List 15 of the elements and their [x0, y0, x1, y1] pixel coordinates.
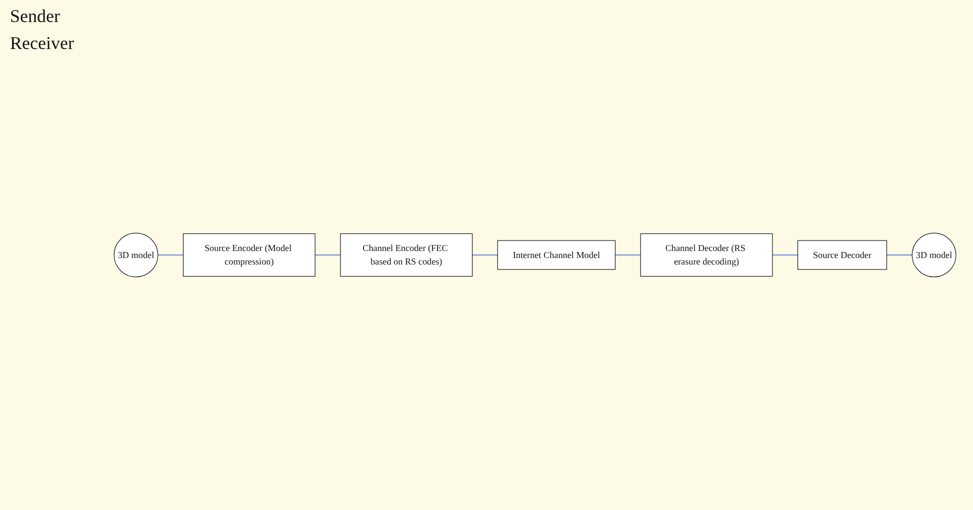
node-box: Channel Decoder (RS erasure decoding): [640, 233, 773, 277]
connector: [614, 254, 641, 256]
node-box: Channel Encoder (FEC based on RS codes): [340, 233, 473, 277]
connector: [772, 254, 798, 256]
row-label: Sender: [10, 6, 61, 27]
connector: [886, 254, 912, 256]
node-circle: 3D model: [114, 232, 158, 278]
node-box: Source Encoder (Model compression): [182, 233, 316, 277]
connector: [314, 254, 341, 256]
row-label: Receiver: [10, 33, 74, 54]
node-box: Source Decoder: [797, 240, 888, 270]
node-circle: 3D model: [912, 232, 956, 278]
node-box: Internet Channel Model: [497, 240, 616, 270]
connector: [158, 254, 184, 256]
connector: [472, 254, 498, 256]
